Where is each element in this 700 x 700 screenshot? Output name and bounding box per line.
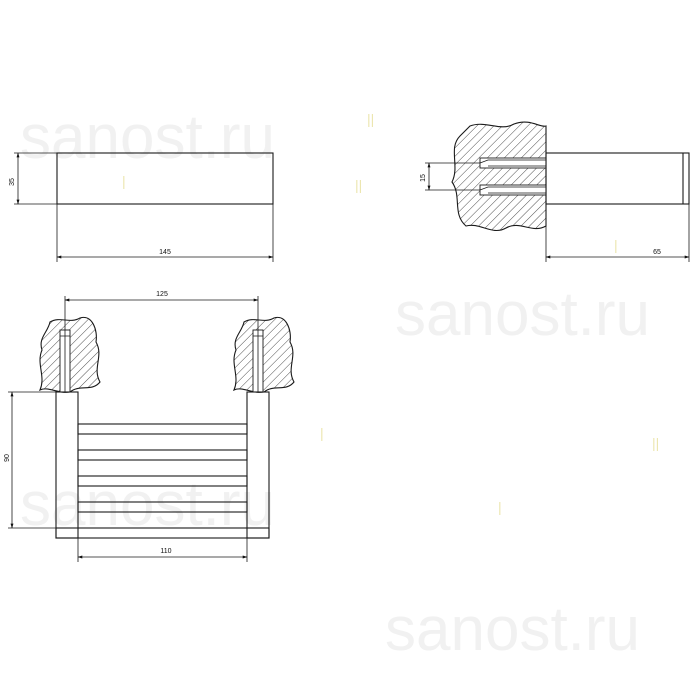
dim-front-height: 35 bbox=[9, 178, 16, 186]
watermark-mark: || bbox=[367, 111, 374, 127]
bar-3 bbox=[77, 475, 248, 487]
front-body bbox=[56, 152, 274, 205]
front-view: 35 145 bbox=[9, 152, 274, 262]
watermark-text: sanost.ru bbox=[395, 280, 650, 349]
bar-front bbox=[55, 527, 270, 539]
watermark-text: sanost.ru bbox=[20, 470, 275, 539]
wall-section bbox=[451, 121, 547, 232]
bar-2 bbox=[77, 449, 248, 461]
watermark-mark: | bbox=[614, 237, 618, 253]
anchor-thread bbox=[479, 186, 546, 194]
anchor-thread bbox=[479, 159, 546, 167]
side-body bbox=[545, 152, 690, 205]
dim-top-depth: 90 bbox=[4, 454, 11, 462]
watermark-text: sanost.ru bbox=[385, 595, 640, 664]
watermark-mark: | bbox=[320, 425, 324, 441]
anchor-thread bbox=[60, 326, 70, 392]
watermark-mark: || bbox=[355, 177, 362, 193]
wall-section-right bbox=[232, 316, 295, 393]
dim-mount-spacing: 125 bbox=[156, 291, 168, 298]
bar-1 bbox=[77, 423, 248, 435]
watermark-mark: || bbox=[652, 435, 659, 451]
dim-side-depth: 65 bbox=[653, 249, 661, 256]
watermark-text: sanost.ru bbox=[20, 103, 275, 172]
watermark-mark: | bbox=[498, 499, 502, 515]
top-view: 125 90 110 bbox=[4, 291, 295, 562]
watermark-layer: sanost.ru sanost.ru sanost.ru sanost.ru … bbox=[20, 103, 659, 664]
watermark-mark: | bbox=[122, 173, 126, 189]
bar-4 bbox=[77, 501, 248, 513]
anchor-lower bbox=[479, 184, 547, 196]
dim-front-length: 145 bbox=[159, 249, 171, 256]
side-view: 15 65 bbox=[420, 121, 690, 262]
dim-bar-width: 110 bbox=[160, 548, 171, 555]
anchor-thread bbox=[253, 326, 263, 392]
anchor-upper bbox=[479, 157, 547, 169]
dim-hole-spacing: 15 bbox=[420, 174, 427, 182]
